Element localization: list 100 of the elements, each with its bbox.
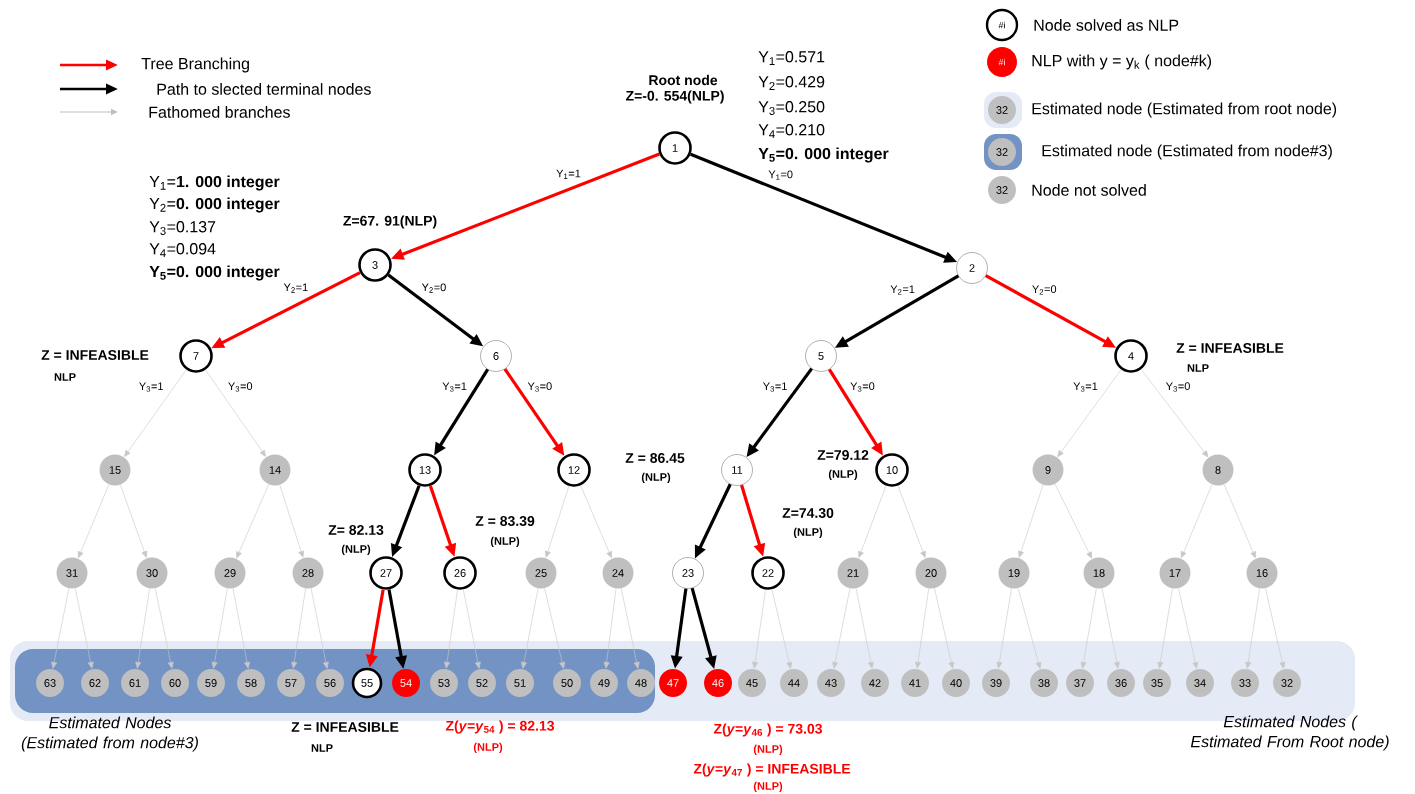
edge-label: Y$_{3}$=0 xyxy=(1165,382,1190,392)
arrow xyxy=(1265,588,1286,669)
tree-node: 13 xyxy=(408,453,442,487)
arrow xyxy=(463,589,481,669)
arrow xyxy=(211,588,228,669)
arrow xyxy=(855,588,874,669)
tree-node: 23 xyxy=(672,557,704,589)
tree-node: 10 xyxy=(875,453,909,487)
tree-node: 26 xyxy=(443,556,477,590)
variable-value: Y$_{1}$=1. 000 integer xyxy=(149,175,280,191)
tree-node: 9 xyxy=(1032,454,1064,486)
tree-node: 43 xyxy=(817,669,845,697)
tree-node: 33 xyxy=(1231,669,1259,697)
objective-value: NLP xyxy=(311,744,333,752)
arrow xyxy=(444,589,458,669)
arrow xyxy=(77,484,110,559)
arrow xyxy=(74,588,94,669)
variable-value: Y$_{1}$=0.571 xyxy=(758,51,825,65)
objective-value: Z = 83.39 xyxy=(475,516,535,526)
tree-node: 37 xyxy=(1066,669,1094,697)
edge-label: Y$_{1}$=0 xyxy=(768,170,793,180)
objective-value: (NLP) xyxy=(793,527,823,539)
tree-node: 4 xyxy=(1114,339,1148,373)
arrow xyxy=(897,485,926,558)
band-caption: Estimated Nodes ( Estimated From Root node) xyxy=(1190,715,1389,751)
arrow xyxy=(291,588,306,669)
tree-node: 24 xyxy=(602,557,634,589)
tree-node: 50 xyxy=(553,669,581,697)
tree-node: 41 xyxy=(901,669,929,697)
objective-value: (NLP) xyxy=(753,744,783,756)
variable-value: Y$_{3}$=0.137 xyxy=(149,221,216,235)
tree-node: 5 xyxy=(805,340,837,372)
tree-node: 36 xyxy=(1107,669,1135,697)
objective-value: Root node xyxy=(649,74,718,86)
tree-node: 19 xyxy=(998,557,1030,589)
arrow xyxy=(232,588,250,669)
tree-node: 39 xyxy=(982,669,1010,697)
tree-node: 20 xyxy=(915,557,947,589)
edge-label: Y$_{3}$=1 xyxy=(442,382,467,392)
legend-text: Node solved as NLP xyxy=(1034,19,1179,31)
edge-label: Y$_{3}$=0 xyxy=(527,382,552,392)
legend-text: Node not solved xyxy=(1032,184,1146,196)
objective-value: Z = INFEASIBLE xyxy=(291,722,399,732)
objective-value: Z(y=y$_{47}$ ) = INFEASIBLE xyxy=(693,763,851,777)
arrow xyxy=(521,588,539,669)
tree-node: 45 xyxy=(738,669,766,697)
objective-value: Z= 82.13 xyxy=(328,525,384,535)
arrow xyxy=(771,589,793,669)
edge-label: Y$_{1}$=1 xyxy=(556,169,581,179)
tree-node: 52 xyxy=(468,669,496,697)
objective-value: (NLP) xyxy=(341,544,371,556)
tree-node: 58 xyxy=(237,669,265,697)
tree-node: 42 xyxy=(861,669,889,697)
objective-value: Z=74.30 xyxy=(782,508,834,518)
tree-node: 22 xyxy=(751,556,785,590)
arrow xyxy=(996,588,1012,669)
tree-node: 1 xyxy=(658,131,692,165)
tree-node: 63 xyxy=(36,669,64,697)
legend-text: NLP with y = y$_{k}$ ( node#k) xyxy=(1032,54,1211,70)
legend-text: Tree Branching xyxy=(141,57,249,73)
tree-node: 46 xyxy=(704,669,732,697)
tree-node: 59 xyxy=(197,669,225,697)
band-caption: Estimated Nodes (Estimated from node#3) xyxy=(21,716,198,752)
variable-value: Y$_{5}$=0. 000 integer xyxy=(149,265,280,281)
edge-label: Y$_{2}$=0 xyxy=(421,283,446,293)
tree-node: 44 xyxy=(780,669,808,697)
tree-node: 15 xyxy=(99,454,131,486)
tree-node: 6 xyxy=(480,340,512,372)
tree-node: 61 xyxy=(121,669,149,697)
arrow xyxy=(915,588,930,669)
tree-node: 56 xyxy=(316,669,344,697)
tree-node: 11 xyxy=(721,454,753,486)
arrow xyxy=(544,587,566,669)
variable-value: Y$_{4}$=0.094 xyxy=(149,243,216,257)
tree-node: 31 xyxy=(56,557,88,589)
tree-node: 53 xyxy=(430,669,458,697)
tree-node: 7 xyxy=(179,339,213,373)
tree-node: 27 xyxy=(369,556,403,590)
tree-node: 3 xyxy=(358,248,392,282)
arrow xyxy=(236,484,270,559)
tree-node: 34 xyxy=(1186,669,1214,697)
arrow xyxy=(1057,369,1122,457)
tree-node: 21 xyxy=(837,557,869,589)
arrow xyxy=(620,588,640,669)
tree-node: 35 xyxy=(1143,669,1171,697)
tree-node: 17 xyxy=(1159,557,1191,589)
legend-text: Fathomed branches xyxy=(149,106,290,118)
arrow xyxy=(1080,588,1097,669)
arrow xyxy=(279,484,304,558)
objective-value: (NLP) xyxy=(473,742,503,754)
objective-value: Z(y=y$_{46}$ ) = 73.03 xyxy=(713,723,822,737)
objective-value: Z = INFEASIBLE xyxy=(1176,343,1284,353)
legend-text: Estimated node (Estimated from root node) xyxy=(1032,102,1337,118)
arrow xyxy=(51,588,70,669)
edge-label: Y$_{2}$=1 xyxy=(283,283,308,293)
edge-label: Y$_{3}$=0 xyxy=(228,382,253,392)
arrow xyxy=(580,485,612,559)
tree-node: 8 xyxy=(1202,454,1234,486)
objective-value: Z = INFEASIBLE xyxy=(41,350,149,360)
variable-value: Y$_{3}$=0.250 xyxy=(758,101,825,115)
